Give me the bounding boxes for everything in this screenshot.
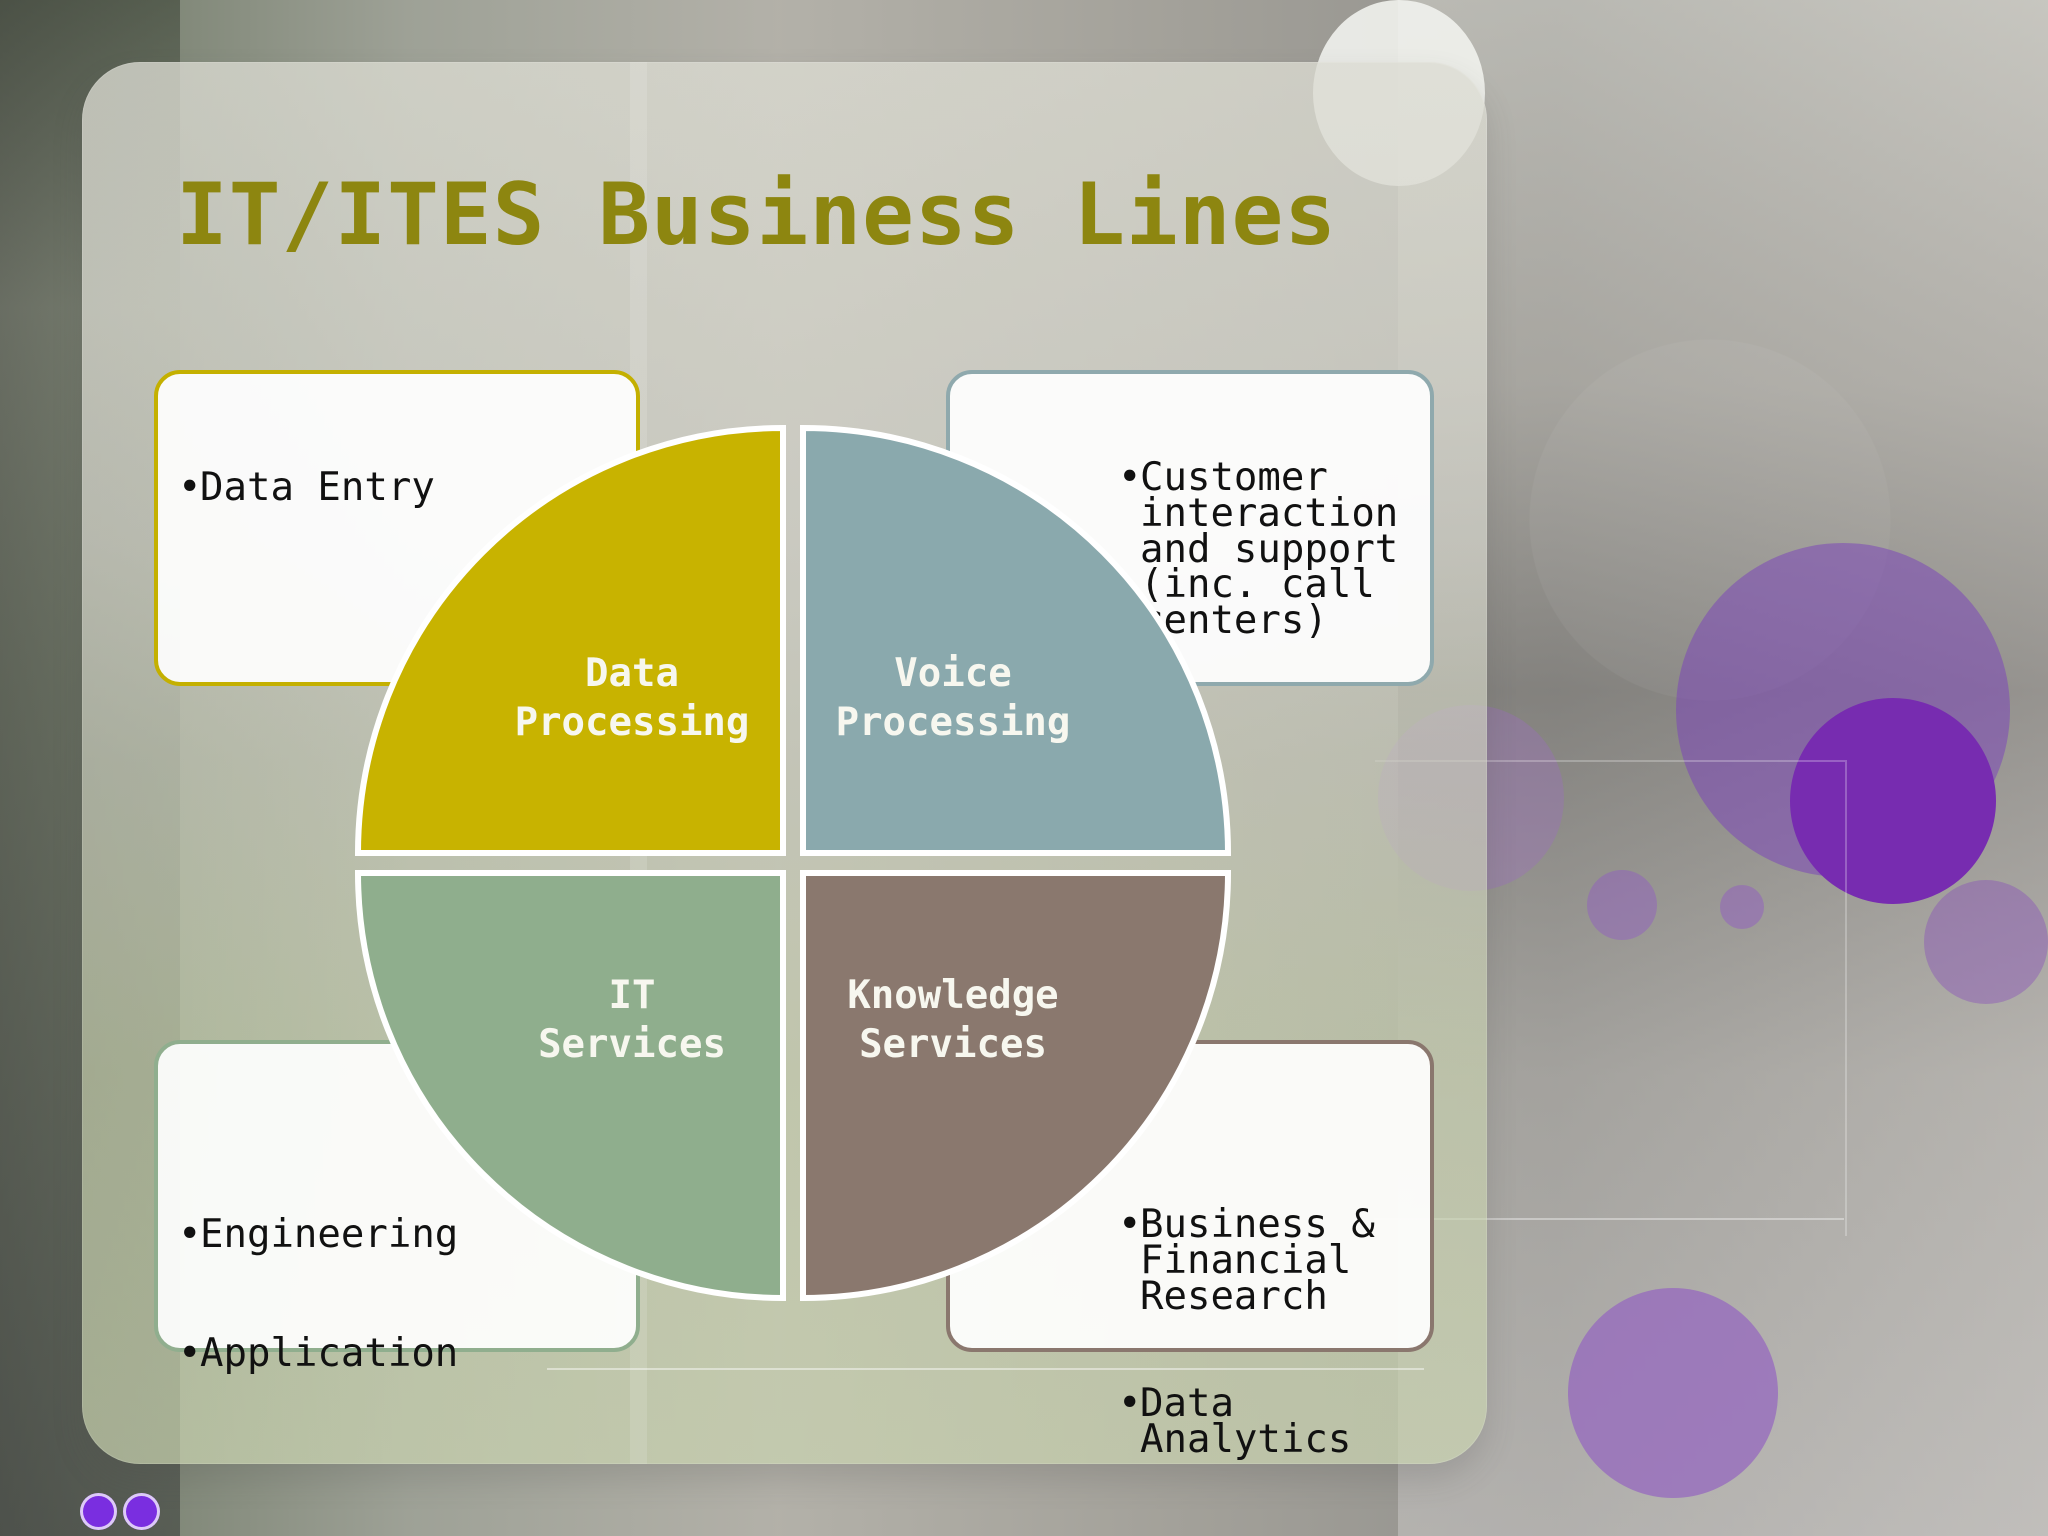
purple-dot	[123, 1493, 160, 1530]
purple-circle-bottom	[1568, 1288, 1778, 1498]
list-item: Customer interaction and support (inc. c…	[1118, 458, 1418, 641]
page-title: IT/ITES Business Lines	[176, 165, 1338, 265]
bottom-divider-line	[547, 1368, 1424, 1370]
purple-circle-tiny	[1720, 885, 1764, 929]
purple-circle-dark	[1790, 698, 1996, 904]
decorative-frame-lines	[1374, 760, 1847, 1236]
it-services-list: Engineering Application	[178, 1135, 518, 1453]
purple-circle-small-left	[1587, 870, 1657, 940]
purple-circle-small-right	[1924, 880, 2048, 1004]
list-item: Business & Financial Research	[1118, 1205, 1418, 1316]
purple-dot	[80, 1493, 117, 1530]
voice-processing-list: Customer interaction and support (inc. c…	[1118, 388, 1418, 711]
data-processing-list: Data Entry	[178, 388, 538, 587]
knowledge-services-list: Business & Financial Research Data Analy…	[1118, 1135, 1418, 1530]
list-item: Data Analytics	[1118, 1384, 1418, 1459]
list-item: Data Entry	[178, 467, 538, 508]
list-item: Engineering	[178, 1214, 518, 1255]
list-item: Application	[178, 1334, 518, 1374]
